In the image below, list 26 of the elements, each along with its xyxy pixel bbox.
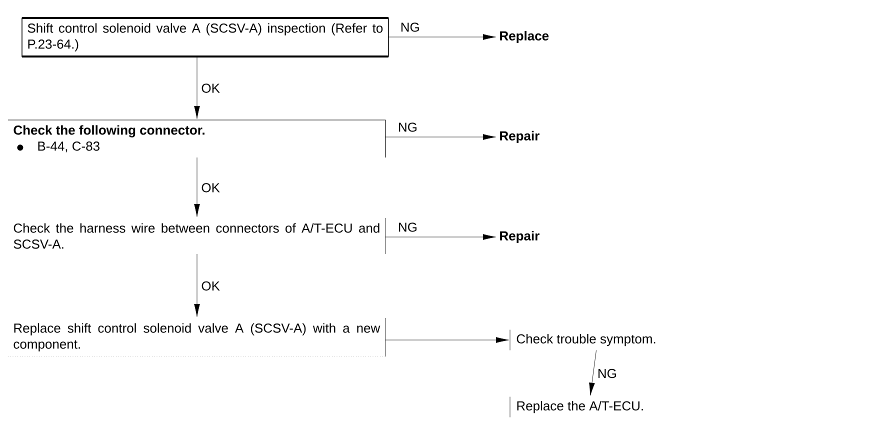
inspection-box: Shift control solenoid valve A (SCSV-A) inspection (Refer to P.23-64.) — [22, 17, 389, 58]
node-label: Check the following connector. — [14, 125, 204, 138]
arrow — [385, 337, 509, 343]
result-text: Repair — [500, 230, 540, 244]
result-text: Repair — [500, 130, 540, 144]
edge-label: NG — [399, 222, 416, 232]
edge-label: NG — [399, 122, 416, 132]
edge-label: OK — [202, 281, 220, 291]
edge-label: OK — [202, 183, 220, 192]
edge-label: NG — [598, 368, 616, 378]
edge-label: NG — [401, 22, 419, 32]
arrow — [385, 234, 496, 240]
edge-label: OK — [202, 84, 220, 93]
check-step: Replace the A/T-ECU. — [510, 396, 643, 418]
node-label: B-44, C-83 — [38, 142, 100, 152]
check-box: Check the following connector. B-44, C-83 — [8, 120, 386, 158]
arrow — [388, 34, 496, 40]
result-text: Replace — [500, 30, 549, 44]
arrow — [385, 134, 496, 140]
arrow — [194, 254, 200, 317]
check-step: Check the harness wire between connectors of A/T-ECU and SCSV-A. — [14, 218, 386, 254]
arrow — [589, 350, 596, 396]
check-step: Check trouble symptom. — [510, 330, 656, 350]
arrow — [194, 157, 200, 217]
arrow — [194, 56, 200, 119]
replace-step: Replace shift control solenoid valve A (SCSV-A) with a new component. — [8, 318, 386, 357]
